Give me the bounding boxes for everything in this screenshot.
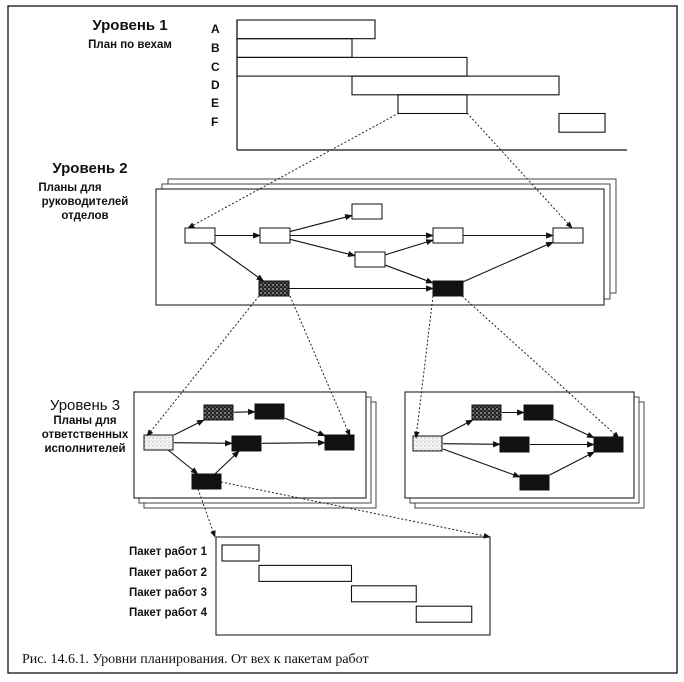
level3-left-edge-l4-l5	[261, 439, 326, 446]
level3-right-edge-r1-r4	[442, 441, 501, 448]
level2-node-n5	[354, 251, 386, 268]
level3-right-edge-r1-r6	[442, 448, 521, 478]
level3-right-node-r6	[519, 474, 550, 491]
level3-left-edge-l3-l5	[284, 417, 326, 437]
level3-left-edge-l6-l4	[214, 450, 240, 475]
level3-left-edge-l1-l2	[173, 419, 205, 436]
milestone-gantt	[236, 19, 627, 151]
gantt-row-label: C	[211, 60, 220, 74]
figure-caption: Рис. 14.6.1. Уровни планирования. От вех…	[22, 652, 369, 667]
level3-left-node-l3	[254, 403, 285, 420]
level3-left-edge-l1-l4	[173, 440, 233, 447]
figure-frame	[7, 5, 678, 674]
gantt-row-label: D	[211, 78, 220, 92]
gantt-row-label: F	[211, 115, 219, 129]
work-package-bar-1	[221, 544, 260, 562]
level3-right-node-r4	[499, 436, 530, 453]
level3-subtitle-line: ответственных	[41, 429, 129, 441]
work-package-bar-2	[258, 564, 353, 582]
level2-edge-n1-n8	[210, 242, 265, 282]
level3-subtitle-line: Планы для	[53, 415, 117, 427]
level3-left-edge-l1-l6	[167, 449, 199, 475]
level1-subtitle: План по вехам	[88, 39, 172, 51]
conn-e-to-l2-end	[466, 112, 573, 229]
level2-title: Уровень 2	[52, 160, 128, 177]
level2-node-n8	[258, 280, 290, 297]
level2-node-n4	[432, 227, 464, 244]
work-package-bar-3	[350, 585, 417, 603]
level2-subtitle-line: Планы для	[38, 182, 102, 194]
level2-subtitle-line: руководителей	[41, 196, 129, 208]
level2-edge-n2-n3	[289, 214, 353, 233]
level1-title: Уровень 1	[92, 17, 168, 34]
level3-right-edge-r1-r2	[442, 419, 474, 437]
level3-right-node-r2	[471, 404, 502, 421]
level3-subtitle-line: исполнителей	[44, 443, 126, 455]
conn-e-to-l2-start	[187, 112, 400, 229]
level3-right-edge-r6-r5	[549, 451, 596, 476]
work-package-bar-4	[415, 605, 473, 623]
level2-node-n1	[184, 227, 216, 244]
work-package-label: Пакет работ 3	[129, 587, 207, 599]
milestone-bar-b	[236, 38, 353, 58]
work-package-label: Пакет работ 2	[129, 567, 207, 579]
level2-node-n2	[259, 227, 291, 244]
conn-n8-to-l3-left-start	[146, 295, 260, 437]
level2-edge-n5-n4	[384, 239, 434, 256]
level3-right-edge-r3-r5	[553, 418, 595, 439]
level3-left-node-l4	[231, 435, 262, 452]
level3-left-node-l1	[143, 434, 174, 451]
conn-l6-to-wp-end	[220, 481, 491, 539]
conn-n8-to-l3-left-end	[289, 295, 351, 437]
conn-l6-to-wp-start	[197, 488, 216, 538]
gantt-row-label: E	[211, 96, 220, 110]
level2-node-n3	[351, 203, 383, 220]
milestone-bar-a	[236, 19, 376, 40]
level3-right-node-r1	[412, 435, 443, 452]
level2-node-n6	[552, 227, 584, 244]
milestone-bar-e	[397, 94, 468, 115]
level2-node-n7	[432, 280, 464, 297]
milestone-bar-d	[351, 75, 560, 96]
level2-subtitle-line: отделов	[61, 210, 109, 222]
level2-stack	[155, 178, 617, 306]
gantt-row-label: B	[211, 41, 220, 55]
gantt-row-label: A	[211, 22, 220, 36]
milestone-bar-f	[558, 112, 606, 133]
level2-edge-n7-n6	[462, 241, 554, 283]
work-package-label: Пакет работ 4	[129, 607, 207, 619]
level3-left-node-l5	[324, 434, 355, 451]
level2-edge-n2-n5	[289, 238, 356, 257]
level3-title: Уровень 3	[49, 397, 121, 414]
level3-left-node-l2	[203, 404, 234, 421]
work-package-label: Пакет работ 1	[129, 546, 207, 558]
level3-right-node-r5	[593, 436, 624, 453]
level2-edge-n5-n7	[384, 264, 434, 284]
milestone-bar-c	[236, 56, 468, 77]
conn-n7-to-l3-right-end	[461, 295, 620, 439]
level3-left-node-l6	[191, 473, 222, 490]
level3-right-node-r3	[523, 404, 554, 421]
